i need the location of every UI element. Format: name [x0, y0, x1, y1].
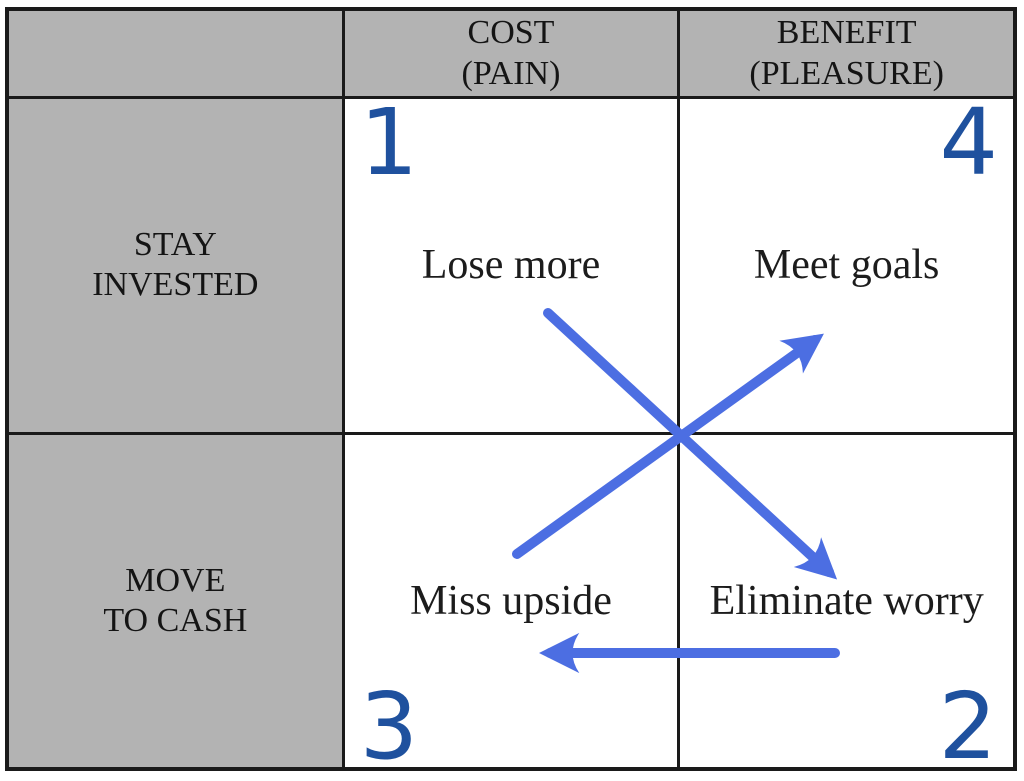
quadrant-number-2: 2: [938, 673, 997, 780]
row-header-stay-invested: STAY INVESTED: [9, 99, 342, 432]
column-header-cost-pain: COST (PAIN): [344, 11, 678, 96]
quadrant-number-1: 1: [359, 89, 419, 196]
quadrant-label-miss-upside: Miss upside: [410, 577, 612, 624]
quadrant-meet-goals: 4 Meet goals: [680, 89, 1013, 432]
matrix-grid: COST (PAIN) BENEFIT (PLEASURE) STAY INVE…: [5, 7, 1017, 773]
row-header-move-to-cash: MOVE TO CASH: [9, 434, 342, 767]
quadrant-miss-upside: 3 Miss upside: [344, 434, 678, 773]
row-header-line: INVESTED: [92, 266, 259, 304]
column-header-line: BENEFIT: [776, 14, 917, 52]
row-header-line: STAY: [133, 226, 217, 264]
column-header-line: COST: [467, 14, 555, 52]
quadrant-lose-more: 1 Lose more: [344, 89, 678, 432]
quadrant-label-lose-more: Lose more: [421, 242, 601, 289]
row-header-line: MOVE: [125, 561, 226, 599]
corner-cell: [9, 11, 342, 96]
quadrant-number-4: 4: [939, 89, 998, 196]
column-header-line: (PAIN): [461, 54, 561, 92]
quadrant-label-meet-goals: Meet goals: [753, 242, 940, 289]
quadrant-eliminate-worry: 2 Eliminate worry: [680, 434, 1013, 773]
quadrant-label-eliminate-worry: Eliminate worry: [709, 577, 984, 624]
quadrant-number-3: 3: [359, 673, 419, 780]
row-header-line: TO CASH: [103, 601, 248, 639]
column-header-benefit-pleasure: BENEFIT (PLEASURE): [680, 11, 1013, 96]
column-header-line: (PLEASURE): [749, 54, 944, 92]
